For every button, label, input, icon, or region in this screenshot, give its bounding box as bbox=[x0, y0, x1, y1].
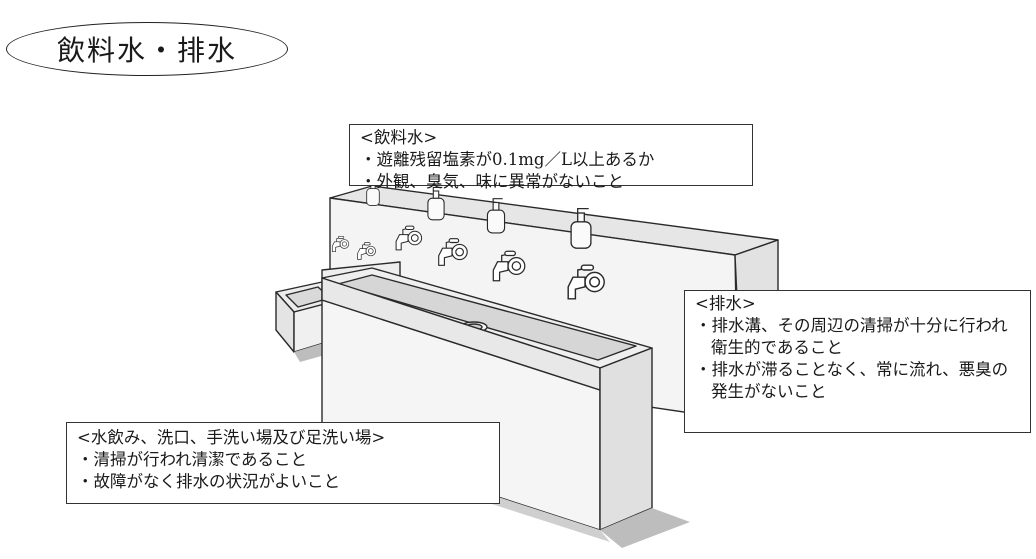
note-drainage-item: ・排水が滞ることなく、常に流れ、悪臭の発生がないこと bbox=[695, 360, 1009, 401]
note-sink-area-item: ・清掃が行われ清潔であること bbox=[77, 450, 308, 469]
faucet-icon bbox=[395, 225, 423, 251]
faucet-icon bbox=[567, 264, 605, 300]
main-trough-basin bbox=[337, 274, 637, 361]
note-sink-area-item: ・故障がなく排水の状況がよいこと bbox=[77, 472, 341, 491]
faucet-icon bbox=[357, 242, 376, 260]
note-sink-area: <水飲み、洗口、手洗い場及び足洗い場> ・清掃が行われ清潔であること ・故障がな… bbox=[66, 422, 500, 504]
note-drinking-water: <飲料水> ・遊離残留塩素が0.1mg／L以上あるか ・外観、臭気、味に異常がな… bbox=[349, 124, 753, 191]
note-drinking-water-item: ・遊離残留塩素が0.1mg／L以上あるか bbox=[360, 150, 655, 169]
faucet-icon bbox=[438, 238, 468, 266]
page-title-text: 飲料水・排水 bbox=[56, 34, 237, 67]
page-title: 飲料水・排水 bbox=[6, 22, 288, 76]
note-drinking-water-item: ・外観、臭気、味に異常がないこと bbox=[360, 172, 624, 191]
faucet-icon bbox=[331, 235, 350, 253]
soap-bottle-icon bbox=[486, 198, 506, 234]
note-drainage-heading: <排水> bbox=[695, 294, 756, 313]
main-trough-end bbox=[599, 347, 653, 531]
base-shadow bbox=[600, 508, 690, 548]
note-drainage-item: ・排水溝、その周辺の清掃が十分に行われ衛生的であること bbox=[695, 316, 1008, 357]
faucet-icon bbox=[492, 250, 526, 282]
note-drinking-water-heading: <飲料水> bbox=[360, 128, 438, 147]
soap-bottle-icon bbox=[570, 207, 592, 249]
note-sink-area-heading: <水飲み、洗口、手洗い場及び足洗い場> bbox=[77, 428, 386, 447]
soap-bottle-icon bbox=[427, 186, 445, 221]
note-drainage: <排水> ・排水溝、その周辺の清掃が十分に行われ衛生的であること ・排水が滞るこ… bbox=[684, 290, 1031, 433]
